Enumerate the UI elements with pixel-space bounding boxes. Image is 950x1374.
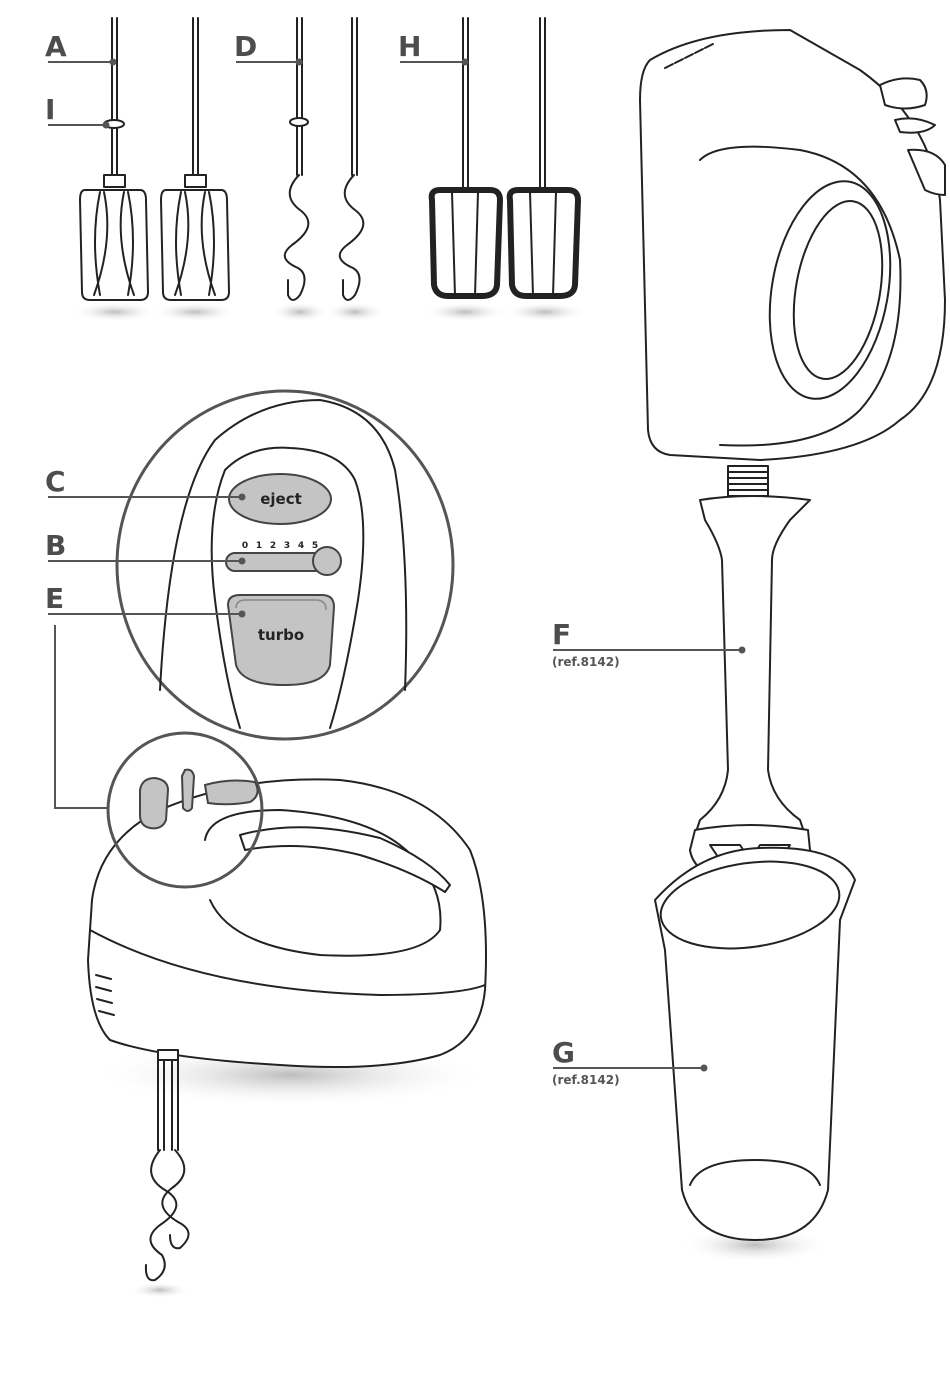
label-h: H [398,30,421,63]
zoom-connector-line [55,625,108,808]
label-g-ref: (ref.8142) [552,1073,620,1087]
dough-hooks-d [270,18,385,322]
speed-2: 2 [270,541,276,551]
speed-1: 1 [256,541,262,551]
speed-5: 5 [312,541,318,551]
label-i-callout [48,122,110,129]
speed-0: 0 [242,541,248,551]
beaker-g [655,848,855,1263]
speed-4: 4 [298,541,304,551]
label-e: E [45,582,64,615]
label-c: C [45,465,66,498]
label-a: A [45,30,67,63]
label-f: F [552,618,571,651]
turbo-button[interactable]: turbo [228,595,334,685]
label-f-callout [553,647,746,654]
hand-mixer [88,779,490,1298]
turbo-label: turbo [258,626,304,644]
label-b: B [45,529,66,562]
label-d: D [234,30,257,63]
blender-shaft-f [690,496,810,885]
label-g: G [552,1036,575,1069]
mixer-motor-body [640,30,945,496]
beaters-a [73,18,237,322]
eject-label: eject [260,490,302,508]
label-i: I [45,93,55,126]
label-f-ref: (ref.8142) [552,655,620,669]
whisks-h [423,18,587,322]
speed-3: 3 [284,541,290,551]
